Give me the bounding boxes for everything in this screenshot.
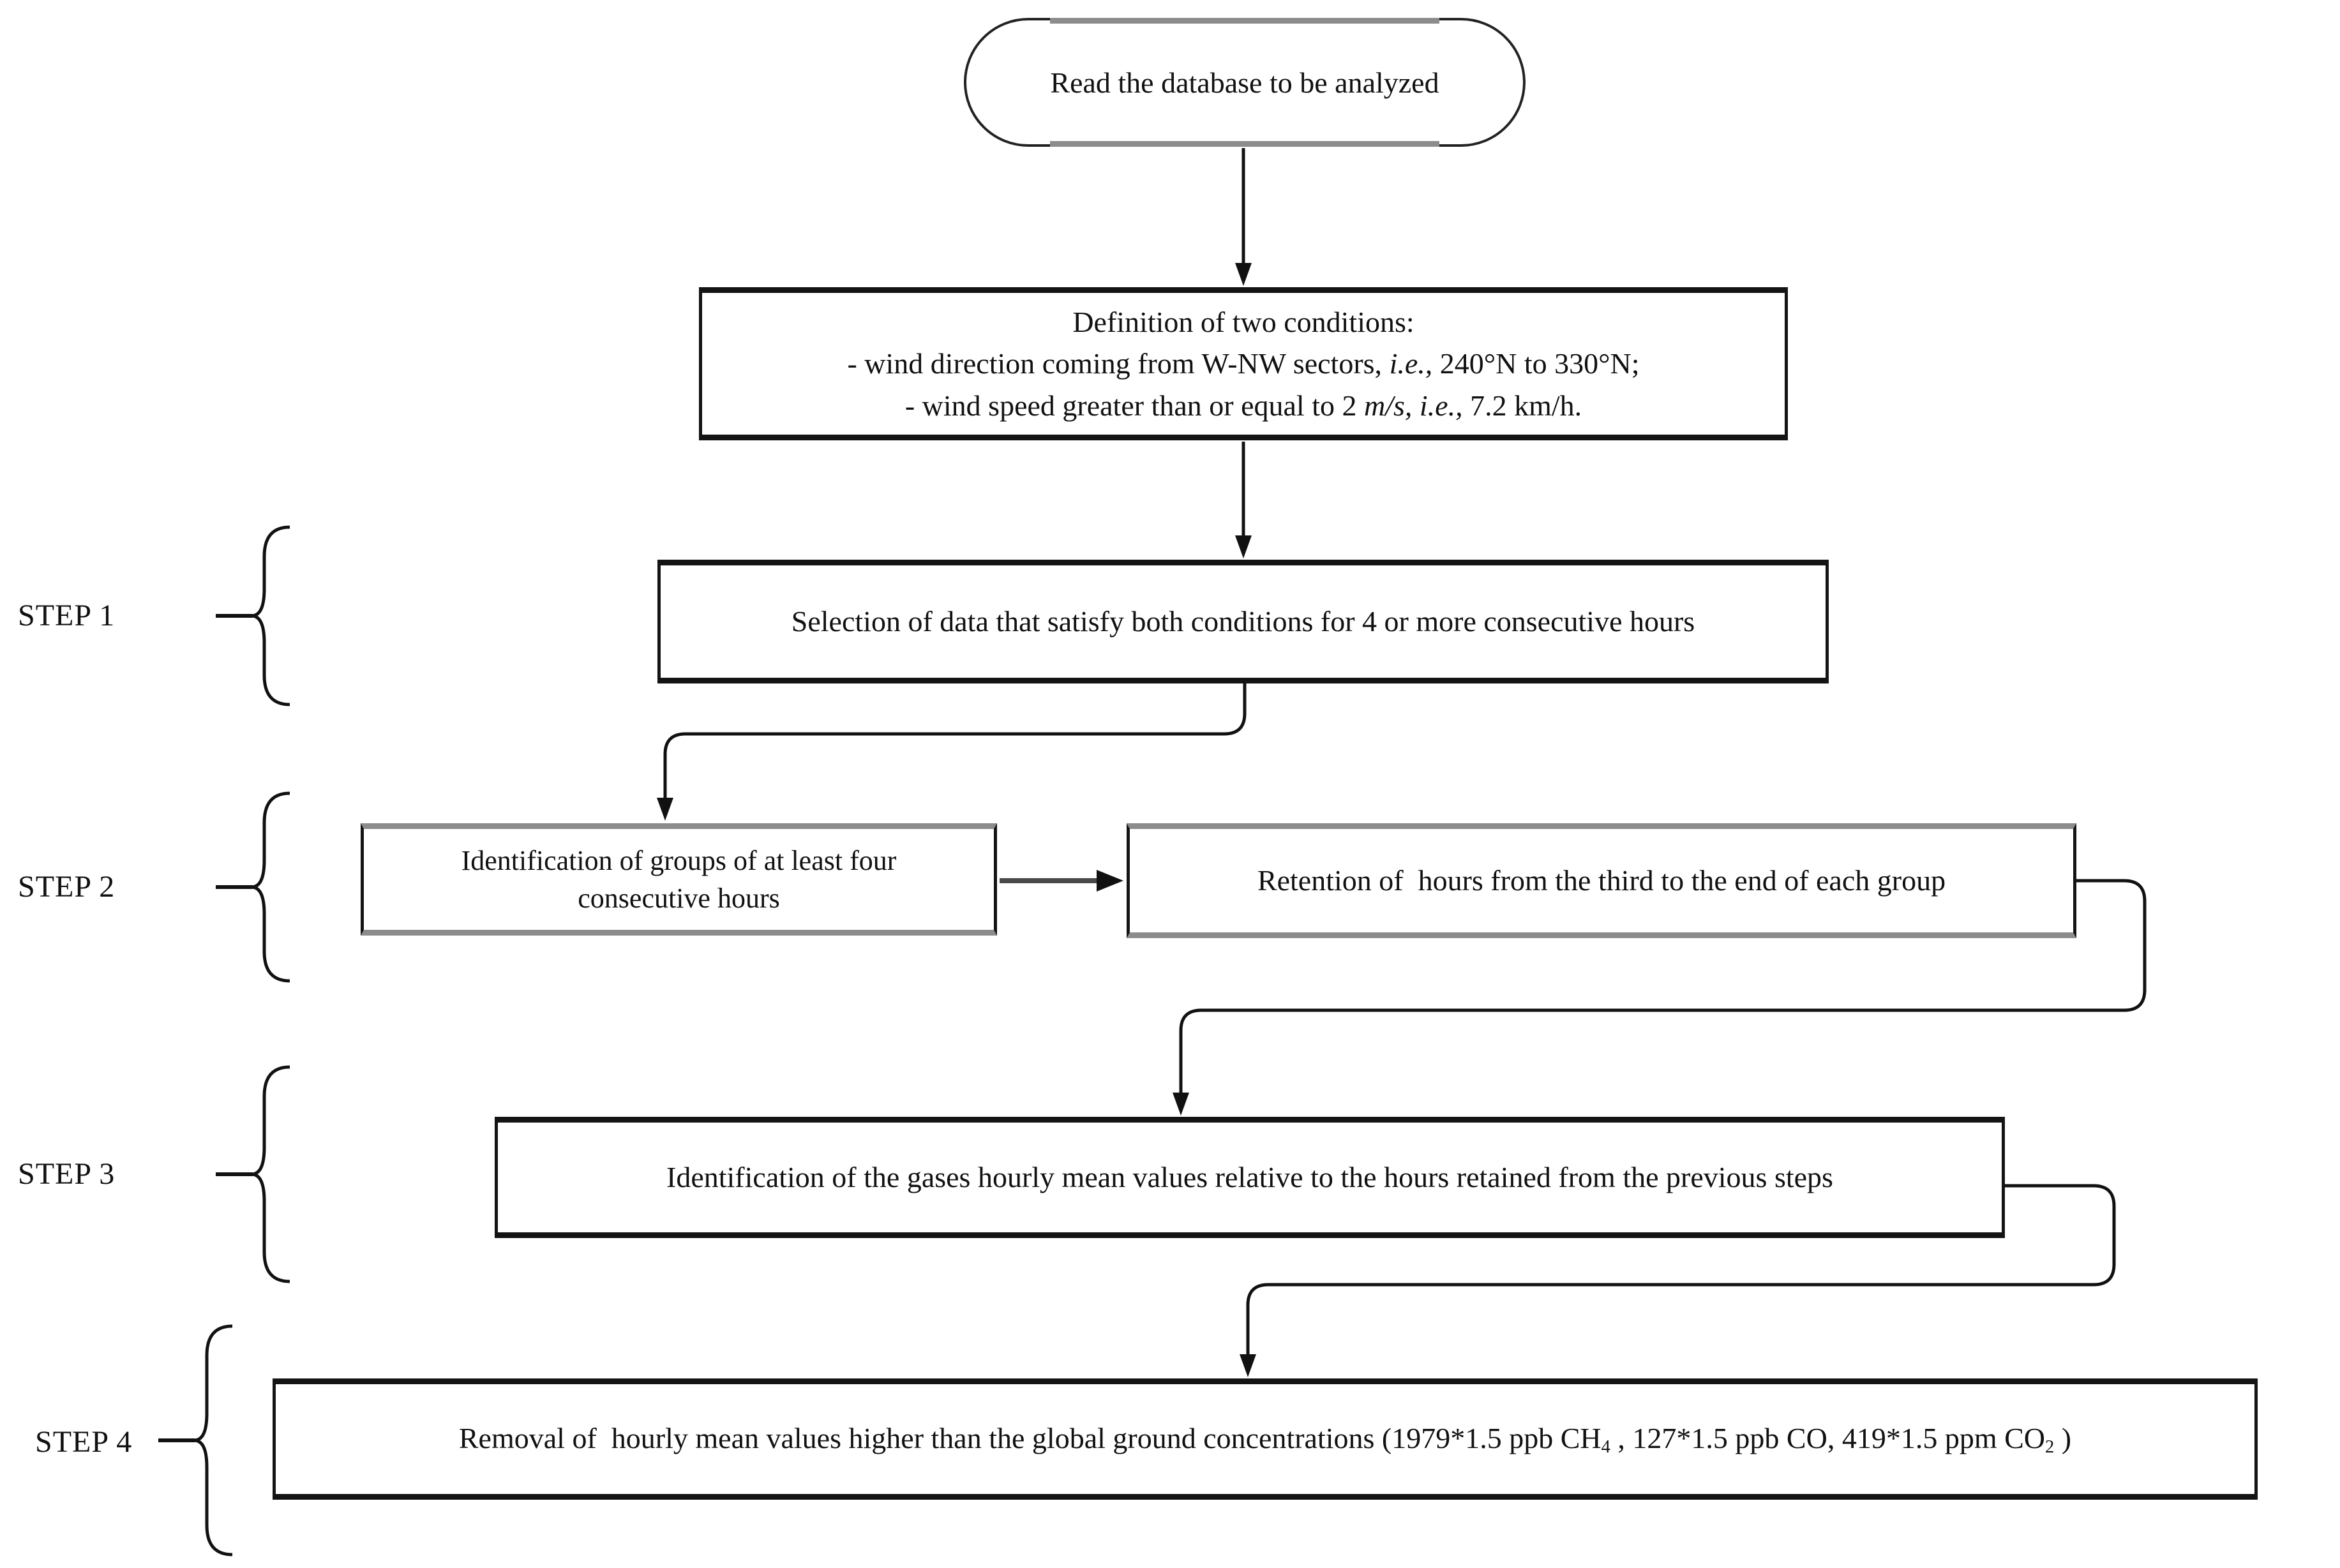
connector-definition-to-step1 [1235, 442, 1252, 558]
arrowhead-right-icon [1097, 870, 1123, 892]
step2-left-box: Identification of groups of at least fou… [361, 823, 997, 936]
ch4-subscript: 4 [1601, 1437, 1610, 1457]
step2-left-box-line1: Identification of groups of at least fou… [461, 844, 897, 876]
definition-box: Definition of two conditions: - wind dir… [699, 287, 1788, 440]
step1-box: Selection of data that satisfy both cond… [657, 560, 1829, 683]
step2-label: STEP 2 [18, 870, 116, 904]
step4-brace [158, 1324, 233, 1557]
step2-right-box-text: Retention of hours from the third to the… [1257, 863, 1946, 897]
step4-box: Removal of hourly mean values higher tha… [273, 1378, 2258, 1500]
connector-step2-to-step3 [1173, 879, 2147, 1116]
definition-line-3: - wind speed greater than or equal to 2 … [904, 389, 1582, 422]
step2-brace [216, 791, 290, 983]
co2-subscript: 2 [2045, 1437, 2055, 1457]
arrowhead-down-icon [1173, 1093, 1189, 1116]
scan-edge [1049, 18, 1440, 24]
connector-step1-to-step2 [657, 683, 1247, 821]
definition-line-1: Definition of two conditions: [1072, 306, 1414, 339]
connector-step3-to-step4 [1240, 1184, 2116, 1377]
step4-box-text: Removal of hourly mean values higher tha… [458, 1421, 2072, 1457]
arrowhead-down-icon [657, 798, 673, 821]
connector-start-to-definition [1235, 148, 1252, 286]
step3-label: STEP 3 [18, 1157, 116, 1191]
arrowhead-down-icon [1240, 1354, 1256, 1377]
scan-edge [1049, 141, 1440, 147]
step1-box-text: Selection of data that satisfy both cond… [791, 604, 1695, 638]
step1-brace [216, 525, 290, 706]
arrowhead-down-icon [1235, 263, 1252, 286]
step3-box: Identification of the gases hourly mean … [495, 1117, 2005, 1238]
step3-box-text: Identification of the gases hourly mean … [666, 1160, 1833, 1193]
connector-step2-left-to-right [1000, 870, 1123, 892]
step4-label: STEP 4 [35, 1425, 133, 1459]
definition-line-2: - wind direction coming from W-NW sector… [847, 347, 1640, 380]
start-node: Read the database to be analyzed [964, 18, 1526, 147]
step2-left-box-line2: consecutive hours [578, 883, 780, 914]
step2-right-box: Retention of hours from the third to the… [1127, 823, 2076, 938]
step1-label: STEP 1 [18, 599, 116, 632]
step3-brace [216, 1065, 290, 1283]
start-node-label: Read the database to be analyzed [1050, 66, 1439, 99]
arrowhead-down-icon [1235, 535, 1252, 558]
